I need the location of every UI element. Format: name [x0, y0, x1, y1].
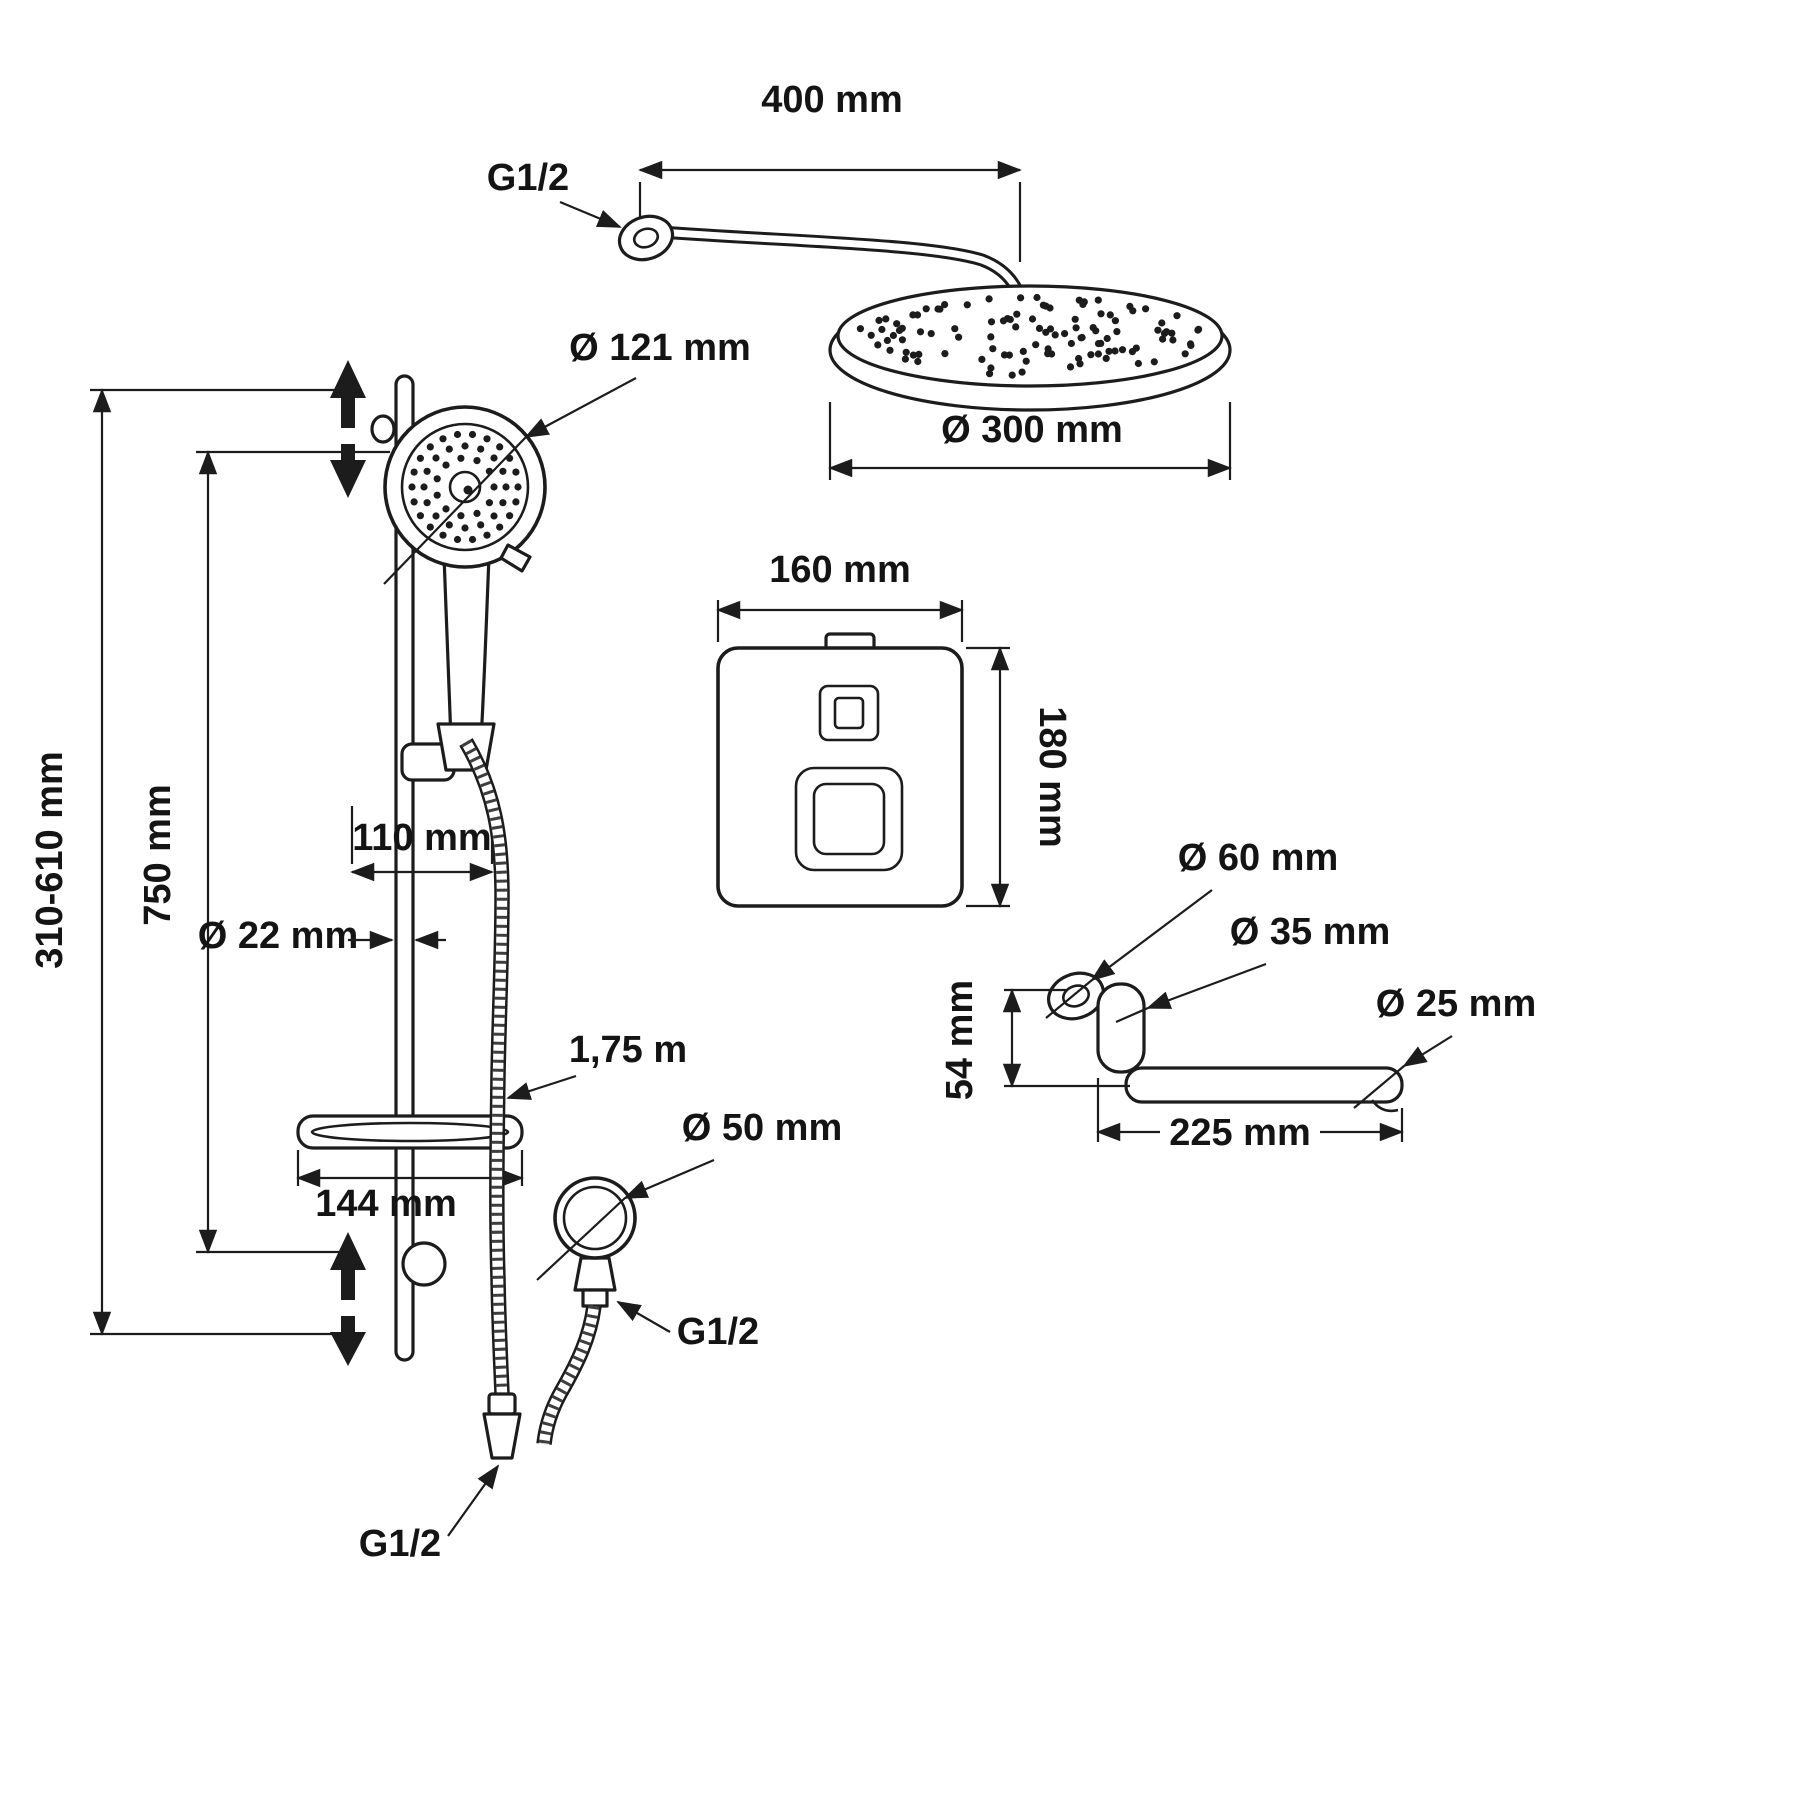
dim-holder-offset: 110 mm — [352, 817, 491, 859]
dim-shelf-width: 144 mm — [315, 1183, 457, 1225]
dim-spout-drop-height: 54 mm — [939, 980, 981, 1100]
adjust-arrow-bottom — [330, 1232, 366, 1300]
dim-outlet-diameter: Ø 50 mm — [682, 1107, 843, 1149]
thermostat-mixer: 160 mm 180 mm — [716, 549, 1073, 908]
bar-bottom-knob — [401, 1241, 447, 1287]
mixer-diverter-button — [818, 684, 880, 742]
dim-hand-shower-diameter: Ø 121 mm — [569, 327, 751, 369]
rain-shower-nozzles — [856, 293, 1203, 379]
dim-arm-length: 400 mm — [761, 79, 903, 121]
mixer-handle — [794, 766, 904, 872]
soap-shelf — [296, 1114, 524, 1150]
hand-shower-nozzles — [408, 430, 522, 544]
mode-lever — [499, 543, 532, 573]
outlet-escutcheon — [553, 1176, 637, 1260]
dim-bar-length: 750 mm — [137, 784, 179, 926]
arm-wall-flange — [617, 214, 675, 262]
dim-spout-joint-diameter: Ø 35 mm — [1230, 911, 1391, 953]
spout-wall-flange — [1047, 971, 1105, 1021]
hand-shower-handle — [442, 554, 491, 742]
slide-bar-assembly: 310-610 mm 750 mm Ø 121 mm — [29, 327, 751, 1565]
dim-hose-thread: G1/2 — [359, 1523, 441, 1565]
dim-hose-length: 1,75 m — [569, 1029, 687, 1071]
dim-head-diameter: Ø 300 mm — [941, 409, 1123, 451]
overhead-shower-assembly: 400 mm G1/2 Ø 300 mm — [487, 79, 1232, 480]
wall-outlet: Ø 50 mm G1/2 — [536, 1107, 843, 1446]
dim-arm-thread: G1/2 — [487, 157, 569, 199]
dim-spout-flange-diameter: Ø 60 mm — [1178, 837, 1339, 879]
dim-spout-pipe-diameter: Ø 25 mm — [1376, 983, 1537, 1025]
dim-bar-height-range: 310-610 mm — [29, 751, 71, 969]
hose-connector — [487, 1392, 517, 1416]
spout-joint — [1096, 982, 1146, 1074]
dim-spout-length: 225 mm — [1169, 1112, 1311, 1154]
bath-spout: Ø 60 mm Ø 35 mm Ø 25 mm 54 mm 225 mm — [939, 837, 1536, 1154]
spout-pipe — [1124, 1066, 1404, 1104]
bar-top-bracket — [370, 414, 396, 444]
dim-outlet-thread: G1/2 — [677, 1311, 759, 1353]
dim-mixer-width: 160 mm — [769, 549, 911, 591]
adjust-arrow-top — [330, 360, 366, 428]
dim-mixer-height: 180 mm — [1031, 706, 1073, 848]
dim-bar-diameter: Ø 22 mm — [198, 915, 359, 957]
